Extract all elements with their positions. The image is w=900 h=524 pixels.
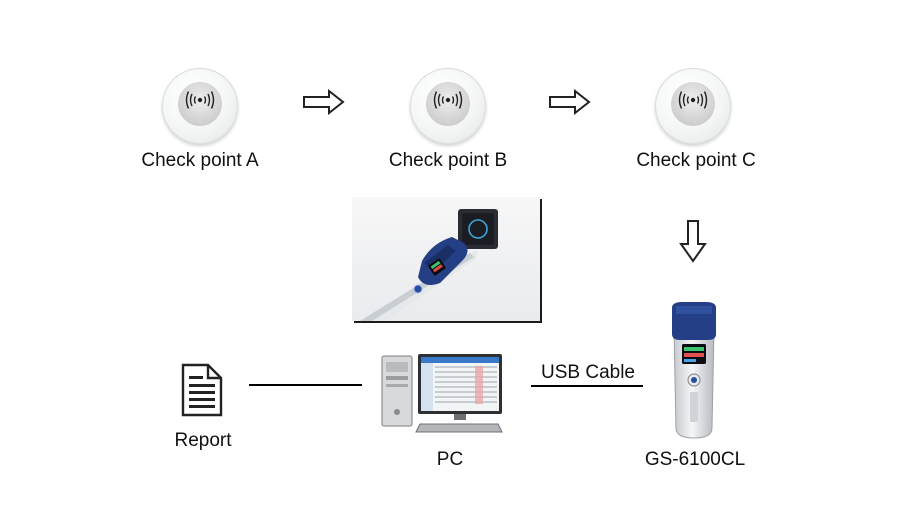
checkpoint-a-tag — [162, 68, 238, 144]
usb-cable-line — [531, 385, 643, 387]
checkpoint-c-tag — [655, 68, 731, 144]
usb-cable-label: USB Cable — [541, 362, 635, 383]
pc-label: PC — [436, 449, 464, 470]
checkpoint-b-tag — [410, 68, 486, 144]
scan-illustration — [360, 209, 498, 321]
checkpoint-c-label: Check point C — [636, 150, 756, 171]
arrow-right-icon — [303, 89, 345, 115]
checkpoint-a-label: Check point A — [141, 150, 259, 171]
arrow-down-icon — [679, 220, 707, 263]
document-icon — [181, 363, 223, 417]
rfid-wave-icon — [433, 91, 463, 109]
report-label: Report — [174, 430, 232, 451]
reader-scanning-photo — [352, 197, 540, 321]
connection-line-report-pc — [249, 384, 362, 386]
pc-icon — [381, 354, 503, 433]
rfid-wave-icon — [678, 91, 708, 109]
handheld-reader-device — [672, 302, 716, 439]
checkpoint-b-label: Check point B — [388, 150, 508, 171]
arrow-right-icon — [549, 89, 591, 115]
reader-model-label: GS-6100CL — [644, 449, 746, 470]
rfid-wave-icon — [185, 91, 215, 109]
